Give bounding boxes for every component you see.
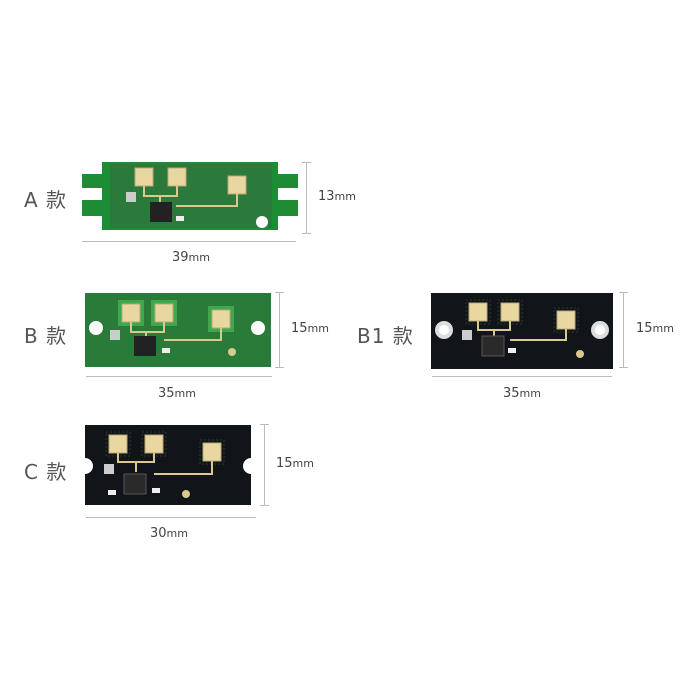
variant-b1-width: 35mm: [503, 386, 541, 401]
variant-b-width: 35mm: [158, 386, 196, 401]
pcb-board-b1: [431, 293, 613, 369]
variant-a-height: 13mm: [318, 189, 356, 204]
variant-c-width: 30mm: [150, 526, 188, 541]
variant-a-width: 39mm: [172, 250, 210, 265]
variant-b-height: 15mm: [291, 321, 329, 336]
variant-a-label: A 款: [24, 188, 68, 212]
variant-c-label: C 款: [24, 460, 68, 484]
pcb-board-a: [82, 162, 298, 230]
variant-b1-height: 15mm: [636, 321, 674, 336]
variant-b-label: B 款: [24, 324, 68, 348]
pcb-board-b: [85, 293, 271, 367]
variant-b1-label: B1 款: [357, 324, 414, 348]
variant-c-height: 15mm: [276, 456, 314, 471]
pcb-board-c: [85, 425, 251, 505]
